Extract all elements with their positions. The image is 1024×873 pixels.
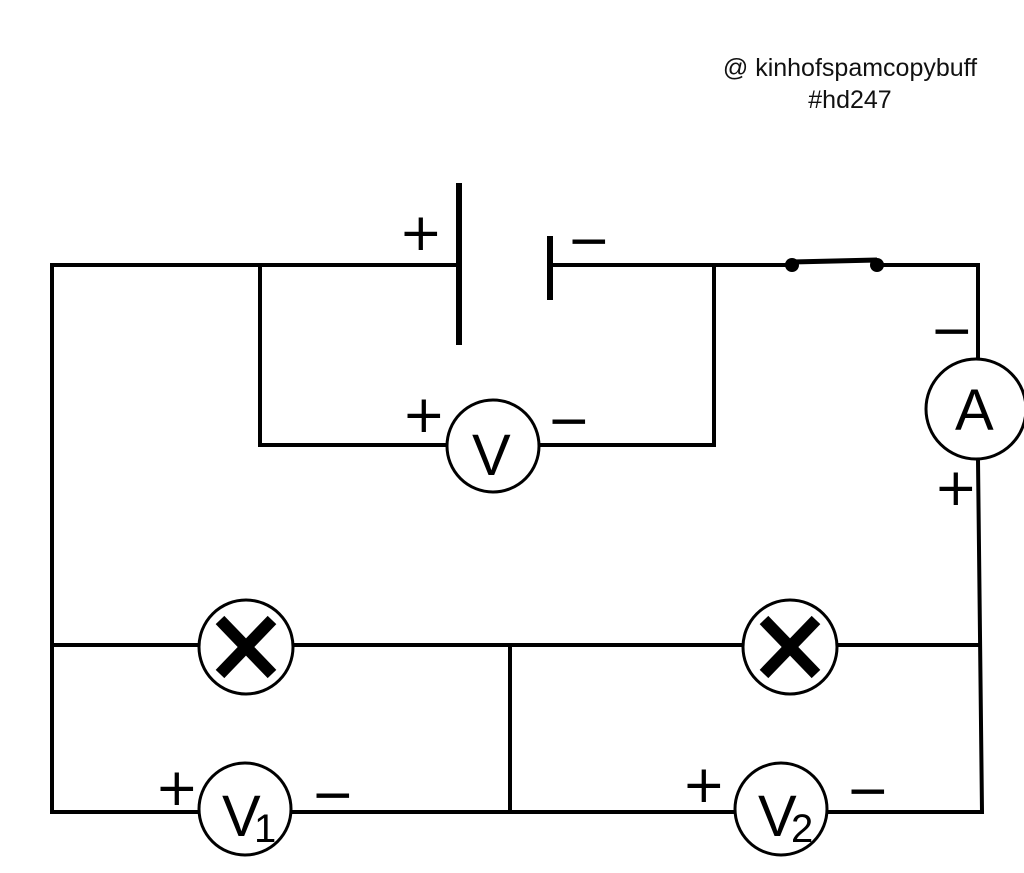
voltmeter-1-subscript: 1 <box>254 807 276 851</box>
battery: + − <box>399 183 611 345</box>
voltmeter-branch <box>258 263 716 447</box>
watermark-handle: @ kinhofspamcopybuff <box>722 54 978 82</box>
voltmeter-1-letter: V <box>222 784 261 849</box>
voltmeter-2-letter: V <box>758 784 797 849</box>
voltmeter-2-plus: + <box>682 755 726 815</box>
watermark-tag: #hd247 <box>808 86 892 114</box>
lamp-right-cross-b <box>759 615 821 679</box>
right-wire-lower <box>975 457 985 815</box>
voltmeter-main-plus: + <box>402 385 446 445</box>
wires <box>50 263 985 815</box>
switch-contact-right <box>870 258 884 272</box>
voltmeter-main-minus: − <box>547 391 591 451</box>
voltmeter-1-minus: − <box>311 765 355 825</box>
voltmeter-1-plus: + <box>155 758 199 818</box>
ammeter-plus: + <box>934 458 978 518</box>
voltmeter-2-subscript: 2 <box>791 807 813 851</box>
lamp-left <box>197 598 295 696</box>
voltmeter-2-minus: − <box>846 761 890 821</box>
ammeter: A − + <box>924 301 1024 518</box>
ammeter-minus: − <box>930 301 974 361</box>
switch-lever <box>791 257 878 265</box>
battery-plus-sign: + <box>399 203 443 263</box>
voltmeter-1-circle <box>197 761 293 857</box>
voltmeter-2: V 2 + − <box>682 755 890 857</box>
voltmeter-2-circle <box>733 761 829 857</box>
voltmeter-1: V 1 + − <box>155 758 355 857</box>
voltmeter-main: V + − <box>402 385 591 494</box>
voltmeter-main-circle <box>445 398 541 494</box>
battery-minus-sign: − <box>567 211 611 271</box>
lamp-right <box>741 598 839 696</box>
ammeter-circle <box>924 357 1024 461</box>
voltmeter-main-letter: V <box>472 423 511 488</box>
switch-contact-left <box>785 258 799 272</box>
ammeter-letter: A <box>955 378 994 443</box>
lamp-left-cross-b <box>215 615 277 679</box>
watermark: @ kinhofspamcopybuff #hd247 <box>690 52 1010 116</box>
switch <box>785 257 884 272</box>
